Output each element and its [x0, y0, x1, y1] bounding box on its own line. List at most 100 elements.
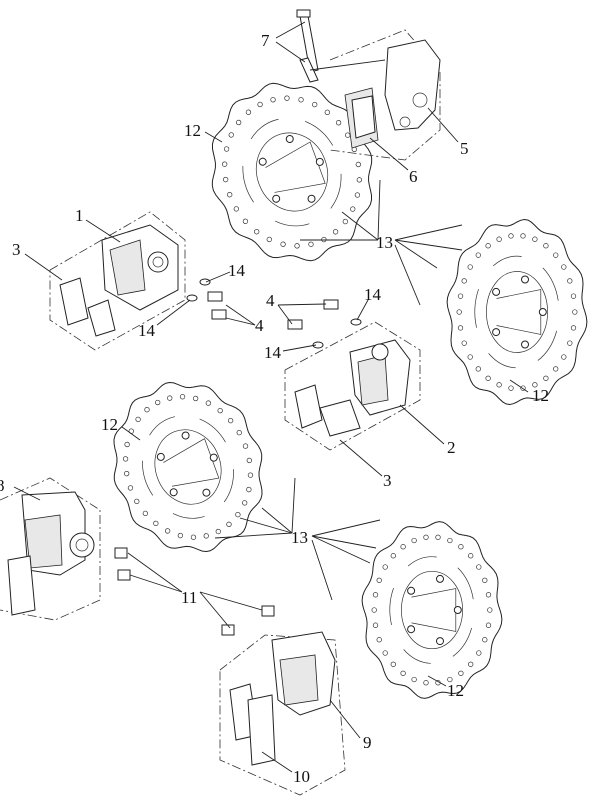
disc-vent-hole [457, 325, 464, 331]
disc-vent-hole [390, 553, 396, 559]
callout-2: 2 [447, 438, 456, 457]
brake-discs [113, 82, 588, 699]
disc-vent-hole [485, 243, 491, 249]
disc-vent-hole [567, 278, 573, 284]
disc-vent-hole [543, 243, 549, 249]
disc-bolt-hole [436, 637, 444, 646]
disc-vent-hole [447, 676, 453, 683]
disc-bolt-hole [202, 488, 211, 497]
disc-vent-hole [447, 537, 453, 544]
disc-vent-hole [223, 146, 230, 152]
disc-vent-hole [257, 101, 263, 108]
callout-1: 1 [75, 206, 84, 225]
disc-vent-hole [284, 95, 290, 101]
disc-vent-hole [226, 521, 232, 527]
disc-bolt-hole [307, 194, 316, 203]
callout-labels: 7 5 6 12 13 1 3 14 4 14 4 14 14 12 2 3 1… [0, 31, 549, 786]
brake-disc [211, 82, 373, 262]
disc-slot [250, 118, 279, 140]
callout-10: 10 [293, 767, 310, 786]
disc-vent-hole [127, 485, 134, 491]
disc-vent-hole [520, 233, 526, 239]
disc-slot [457, 567, 474, 600]
disc-vent-hole [376, 577, 382, 583]
disc-vent-hole [233, 206, 239, 212]
callout-4: 4 [266, 291, 275, 310]
disc-vent-hole [235, 119, 242, 126]
disc-vent-hole [205, 400, 212, 406]
disc-vent-hole [456, 309, 462, 315]
disc-slot [330, 173, 342, 209]
callout-5: 5 [460, 139, 469, 158]
disc-slot [199, 418, 226, 443]
disc-slot [403, 649, 431, 664]
disc-vent-hole [543, 375, 549, 381]
disc-bolt-hole [492, 287, 501, 296]
callout-14: 14 [264, 343, 282, 362]
disc-outline [113, 381, 263, 553]
disc-vent-hole [122, 456, 129, 462]
disc-bolt-hole [181, 431, 190, 440]
disc-vent-hole [227, 192, 233, 198]
disc-vent-hole [532, 236, 538, 242]
disc-vent-hole [350, 206, 356, 212]
disc-vent-hole [192, 395, 199, 402]
disc-vent-hole [390, 661, 396, 667]
disc-slot [542, 267, 559, 301]
disc-slot [537, 330, 557, 361]
disc-vent-hole [467, 264, 473, 270]
callout-12: 12 [532, 386, 549, 405]
disc-vent-hole [245, 109, 252, 115]
disc-vent-hole [355, 161, 361, 168]
disc-vent-hole [382, 564, 388, 570]
callout-8: 8 [0, 476, 5, 495]
disc-vent-hole [222, 161, 228, 167]
disc-vent-hole [235, 511, 241, 518]
disc-vent-hole [371, 607, 377, 613]
disc-hub-ring [255, 132, 329, 212]
disc-vent-hole [561, 264, 567, 270]
disc-vent-hole [270, 97, 276, 103]
callout-6: 6 [409, 167, 418, 186]
disc-vent-hole [342, 218, 349, 225]
disc-vent-hole [177, 532, 184, 539]
disc-vent-hole [467, 354, 473, 360]
caliper-assembly-top [296, 9, 441, 161]
disc-vent-hole [242, 218, 249, 224]
disc-vent-hole [468, 553, 474, 559]
disc-vent-hole [215, 528, 221, 535]
disc-vent-hole [356, 177, 362, 183]
disc-vent-hole [508, 233, 514, 239]
disc-vent-hole [553, 252, 559, 258]
disc-slot [474, 288, 479, 328]
disc-bolt-hole [407, 625, 416, 634]
callout-3: 3 [383, 471, 392, 490]
disc-vent-hole [570, 293, 577, 299]
disc-vent-hole [354, 192, 361, 198]
disc-vent-hole [167, 395, 173, 401]
disc-vent-hole [135, 416, 141, 423]
brake-disc [446, 218, 588, 406]
disc-slot [408, 556, 437, 567]
disc-vent-hole [124, 470, 130, 477]
callout-14: 14 [228, 261, 246, 280]
leader-lines [13, 21, 529, 773]
disc-vent-hole [144, 407, 150, 413]
disc-vent-hole [572, 309, 578, 315]
disc-bolt-hole [258, 157, 267, 166]
disc-slot [488, 353, 516, 369]
disc-vent-hole [435, 534, 441, 540]
disc-vent-hole [485, 622, 492, 628]
disc-hub-ring [401, 570, 463, 650]
disc-bolt-hole [436, 574, 444, 583]
callout-13: 13 [291, 528, 308, 547]
disc-vent-hole [155, 399, 161, 406]
disc-vent-hole [223, 176, 229, 183]
disc-vent-hole [496, 236, 502, 242]
disc-vent-hole [532, 382, 538, 388]
disc-vent-hole [242, 500, 248, 506]
disc-vent-hole [461, 278, 467, 284]
disc-slot [172, 513, 205, 519]
disc-vent-hole [475, 366, 481, 372]
disc-slot [304, 121, 333, 146]
